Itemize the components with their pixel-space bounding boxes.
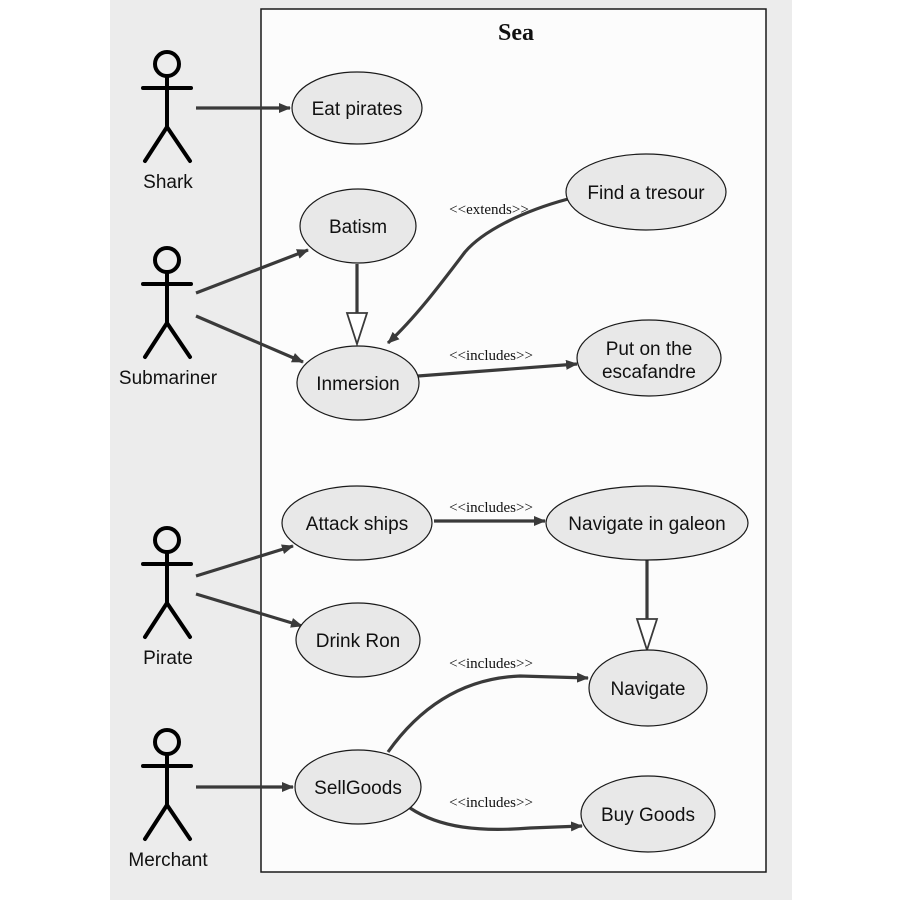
usecase-label: Navigate	[611, 679, 686, 700]
usecase-label: Inmersion	[316, 374, 399, 395]
usecase-sellgoods[interactable]: SellGoods	[294, 749, 422, 825]
edge-extends-find-tresour-inmersion	[386, 197, 569, 345]
actor-merchant[interactable]	[141, 728, 193, 841]
usecase-label: Eat pirates	[312, 99, 403, 120]
stereotype-includes-label: <<includes>>	[449, 795, 533, 811]
actor-label-shark: Shark	[143, 172, 193, 193]
system-boundary	[260, 8, 767, 873]
actor-submariner[interactable]	[141, 246, 193, 359]
usecase-label: Drink Ron	[316, 631, 400, 652]
usecase-label: Navigate in galeon	[568, 514, 725, 535]
system-title: Sea	[498, 20, 534, 46]
actor-pirate[interactable]	[141, 526, 193, 639]
usecase-navigate-in-galeon[interactable]: Navigate in galeon	[545, 485, 749, 561]
usecase-drink-ron[interactable]: Drink Ron	[295, 602, 421, 678]
stereotype-includes-label: <<includes>>	[449, 348, 533, 364]
edge-pirate-drink-ron	[195, 592, 303, 628]
actor-head-icon	[153, 526, 181, 554]
actor-head-icon	[153, 50, 181, 78]
generalization-arrowhead-icon	[635, 618, 659, 653]
usecase-find-a-tresour[interactable]: Find a tresour	[565, 153, 727, 231]
usecase-label: SellGoods	[314, 778, 402, 799]
edge-includes-inmersion-escafandre	[417, 359, 578, 378]
actor-shark[interactable]	[141, 50, 193, 163]
usecase-label: Batism	[329, 217, 387, 238]
actor-label-pirate: Pirate	[143, 648, 193, 669]
stereotype-includes-label: <<includes>>	[449, 500, 533, 516]
actor-head-icon	[153, 246, 181, 274]
actor-head-icon	[153, 728, 181, 756]
usecase-attack-ships[interactable]: Attack ships	[281, 485, 433, 561]
stereotype-includes-label: <<includes>>	[449, 656, 533, 672]
usecase-label-line2: escafandre	[602, 362, 696, 383]
usecase-navigate[interactable]: Navigate	[588, 649, 708, 727]
actor-label-submariner: Submariner	[119, 368, 218, 389]
edge-includes-sellgoods-navigate	[386, 672, 589, 753]
usecase-eat-pirates[interactable]: Eat pirates	[291, 71, 423, 145]
stereotype-extends-label: <<extends>>	[449, 202, 529, 218]
edge-submariner-batism	[195, 248, 309, 295]
usecase-batism[interactable]: Batism	[299, 188, 417, 264]
usecase-inmersion[interactable]: Inmersion	[296, 345, 420, 421]
usecase-label: Attack ships	[306, 514, 408, 535]
usecase-buy-goods[interactable]: Buy Goods	[580, 775, 716, 853]
edges	[195, 103, 649, 832]
usecase-label-line1: Put on the	[606, 339, 693, 360]
edge-pirate-attack-ships	[195, 544, 294, 578]
actor-label-merchant: Merchant	[128, 850, 208, 871]
usecase-label: Find a tresour	[587, 183, 705, 204]
generalization-arrowhead-icon	[345, 312, 369, 347]
edge-submariner-inmersion	[195, 314, 304, 364]
usecase-put-on-the-escafandre[interactable]: Put on the escafandre	[576, 319, 722, 397]
usecase-label: Buy Goods	[601, 805, 695, 826]
edge-includes-sellgoods-buy-goods	[409, 806, 583, 832]
